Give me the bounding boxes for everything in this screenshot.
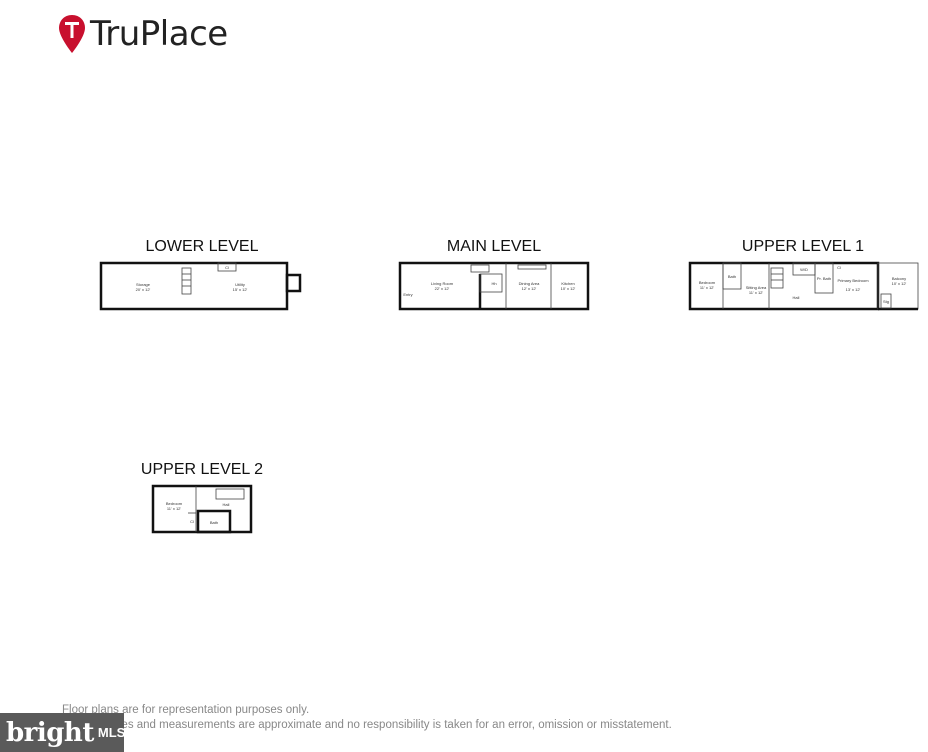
room-label-bedroom: Bedroom bbox=[699, 280, 716, 285]
upper-level-2-floor-plan: Bedroom 11' x 12' Hall Cl Bath bbox=[151, 484, 253, 534]
room-label-cl: Cl bbox=[837, 265, 841, 270]
upper-level-1-outer-wall bbox=[688, 261, 880, 311]
upper-level-2-bath bbox=[196, 509, 232, 534]
room-label-cl: Cl bbox=[225, 265, 229, 270]
upper-level-2-title: UPPER LEVEL 2 bbox=[140, 461, 264, 478]
room-label-utility: Utility bbox=[235, 282, 245, 287]
storage-closet bbox=[880, 293, 892, 309]
room-label-kitchen: Kitchen bbox=[561, 281, 574, 286]
bright-wordmark: bright bbox=[6, 717, 94, 748]
lower-level-outer-wall bbox=[99, 261, 289, 311]
lower-level-stair bbox=[181, 267, 192, 295]
plan-line bbox=[517, 264, 547, 270]
room-dims-balcony: 10' x 12' bbox=[892, 281, 907, 286]
room-label-dining-area: Dining Area bbox=[519, 281, 540, 286]
room-dims-living-room: 22' x 12' bbox=[435, 286, 450, 291]
lower-level-closet bbox=[217, 262, 237, 272]
main-level-outer-wall bbox=[398, 261, 590, 311]
room-label-hall-2: Hall bbox=[223, 502, 230, 507]
lower-level-title: LOWER LEVEL bbox=[145, 238, 259, 255]
logo-text: TruPlace bbox=[90, 14, 228, 54]
primary-bath bbox=[814, 262, 834, 294]
room-label-hall: Hall bbox=[793, 295, 800, 300]
room-label-cl-2: Cl bbox=[190, 519, 194, 524]
upper-level-1-title: UPPER LEVEL 1 bbox=[741, 238, 865, 255]
room-label-bath: Bath bbox=[728, 274, 736, 279]
truplace-logo: TruPlace bbox=[58, 14, 228, 54]
plan-line bbox=[470, 264, 490, 273]
upper-bath-1 bbox=[722, 262, 742, 290]
lower-level-bump-out bbox=[285, 273, 302, 293]
room-label-primary-bedroom: Primary Bedroom bbox=[837, 278, 869, 283]
upper-level-1-floor-plan: Bedroom 11' x 12' Bath Sitting Area 11' … bbox=[688, 261, 919, 311]
room-dims-sitting-area: 11' x 12' bbox=[749, 290, 764, 295]
room-label-bedroom-2: Bedroom bbox=[166, 501, 183, 506]
room-label-hh: Hh bbox=[491, 281, 496, 286]
room-label-entry: Entry bbox=[403, 292, 412, 297]
room-label-primary-bath: Pr. Bath bbox=[817, 276, 831, 281]
room-dims-bedroom-2: 11' x 12' bbox=[167, 506, 182, 511]
room-dims-utility: 15' x 12' bbox=[233, 287, 248, 292]
bright-mls-watermark: bright MLS bbox=[0, 713, 126, 752]
room-dims-storage: 20' x 12' bbox=[136, 287, 151, 292]
room-label-living-room: Living Room bbox=[431, 281, 454, 286]
upper-level-2-stair bbox=[215, 488, 245, 500]
room-label-sitting-area: Sitting Area bbox=[746, 285, 767, 290]
main-level-title: MAIN LEVEL bbox=[446, 238, 542, 255]
room-label-balcony: Balcony bbox=[892, 276, 906, 281]
room-dims-dining-area: 12' x 12' bbox=[522, 286, 537, 291]
room-dims-kitchen: 10' x 12' bbox=[561, 286, 576, 291]
disclaimer-line-2: All room sizes and measurements are appr… bbox=[62, 719, 672, 731]
main-level-powder-room bbox=[479, 273, 503, 293]
room-dims-primary-bedroom: 13' x 12' bbox=[846, 287, 861, 292]
mls-wordmark: MLS bbox=[97, 725, 126, 740]
room-label-wd: W/D bbox=[800, 267, 808, 272]
upper-level-1-stair bbox=[770, 267, 784, 289]
room-dims-bedroom: 11' x 12' bbox=[700, 285, 715, 290]
lower-level-floor-plan: Cl Storage 20' x 12' Utility 15' x 12' bbox=[99, 261, 302, 311]
map-pin-icon bbox=[59, 15, 85, 53]
room-label-storage: Storage bbox=[136, 282, 151, 287]
room-label-bath-2: Bath bbox=[210, 520, 218, 525]
main-level-floor-plan: Entry Living Room 22' x 12' Hh Dining Ar… bbox=[398, 261, 590, 311]
room-label-stg: Stg bbox=[883, 299, 889, 304]
